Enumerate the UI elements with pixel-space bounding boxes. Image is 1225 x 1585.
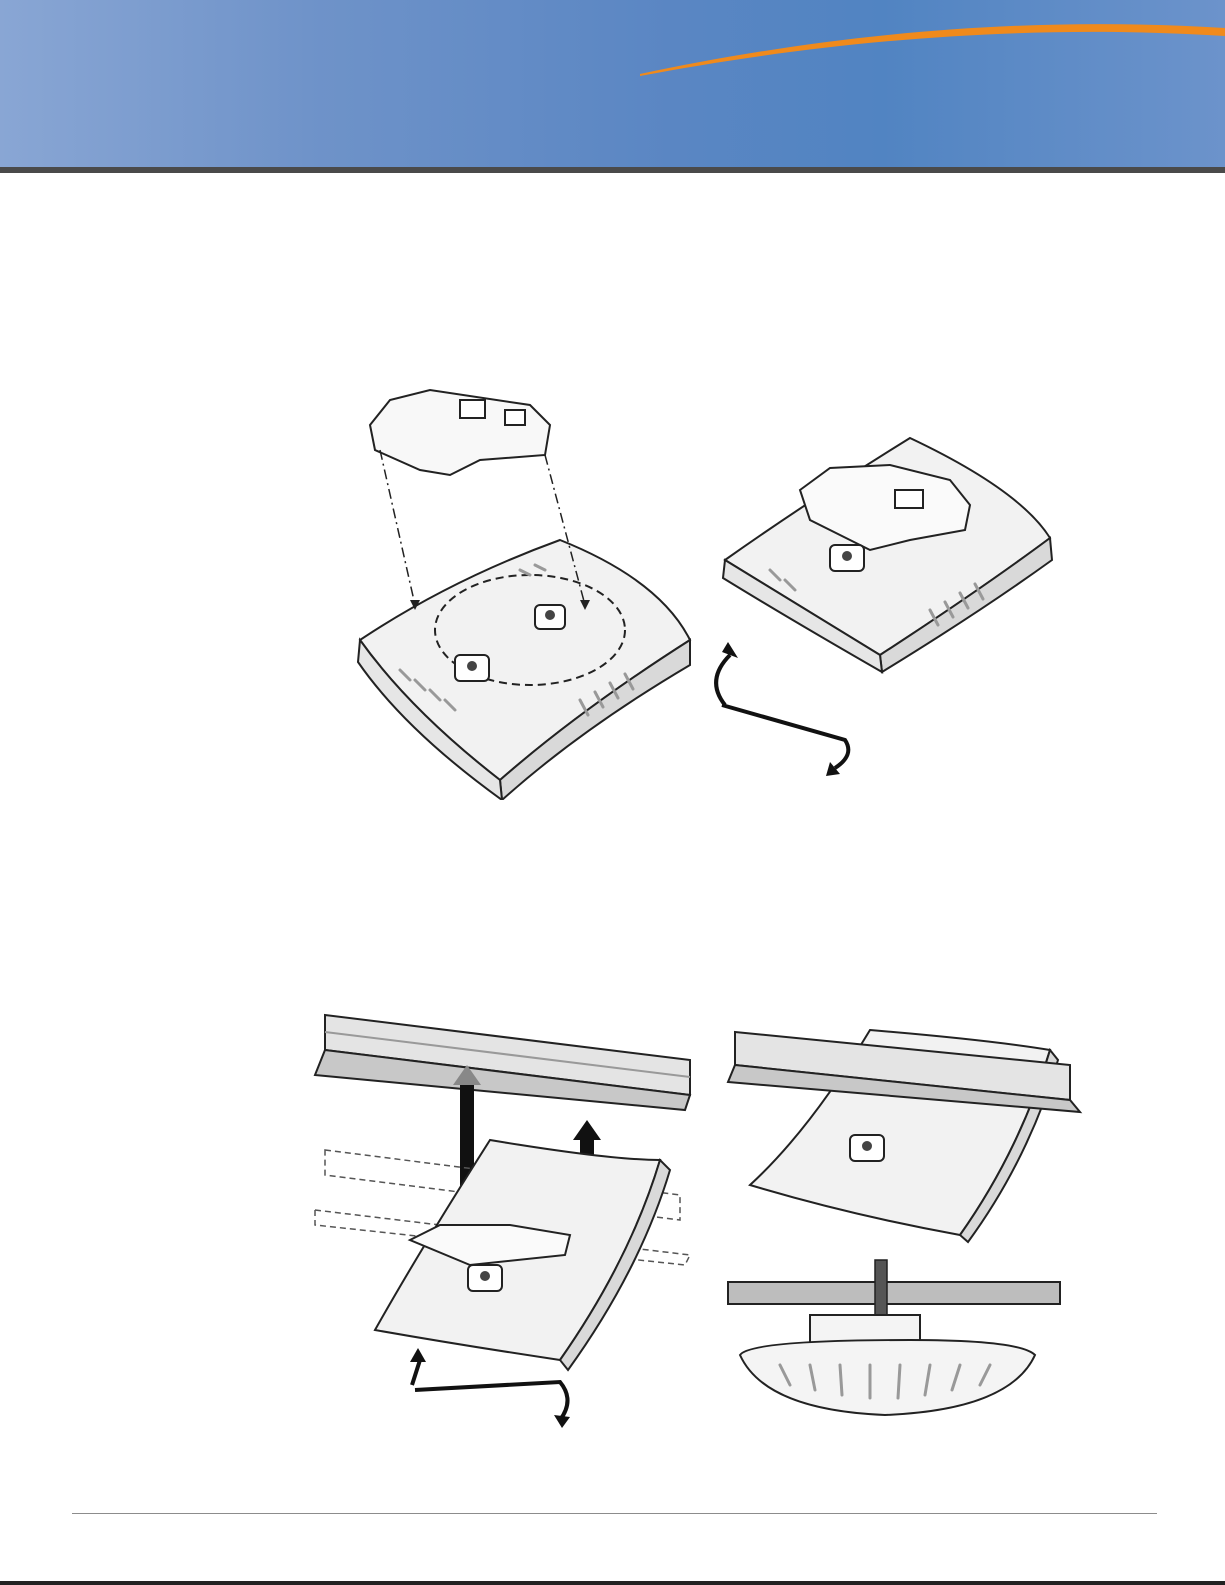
ceiling-rail-illustration — [310, 1010, 1090, 1440]
figure-rail-adapter — [330, 380, 1100, 800]
header-banner — [0, 0, 1225, 172]
figure-ceiling-rail — [310, 1010, 1090, 1440]
orange-swoosh — [640, 24, 1225, 76]
bottom-edge-rule — [0, 1581, 1225, 1585]
header-divider — [0, 167, 1225, 173]
rail-adapter-illustration — [330, 380, 1100, 800]
header-swoosh-graphic — [0, 0, 1225, 172]
footer-divider — [72, 1513, 1157, 1514]
